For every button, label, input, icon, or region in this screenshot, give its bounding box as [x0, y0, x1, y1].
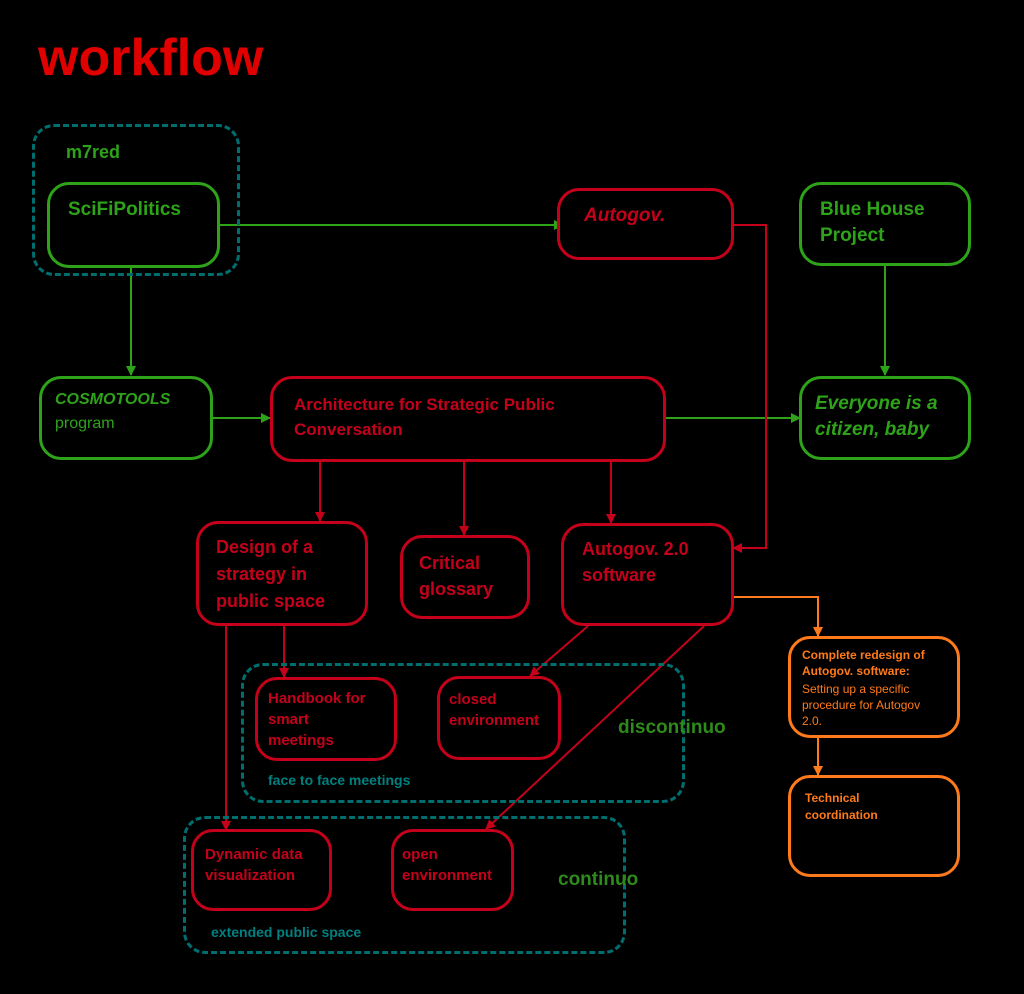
node-handbook: Handbook for smart meetings — [255, 677, 397, 761]
node-label: Autogov. — [584, 205, 666, 226]
arrow-autogov2-to-open — [485, 625, 705, 830]
node-label: Everyone is a citizen, baby — [815, 393, 938, 440]
node-label: Handbook for smart meetings — [268, 690, 366, 749]
node-label: Critical glossary — [419, 553, 494, 599]
node-complete-redesign: Complete redesign of Autogov. software: … — [788, 636, 960, 738]
group-m7red — [32, 124, 240, 276]
group-continuo — [183, 816, 626, 954]
node-label: closed environment — [449, 691, 540, 729]
node-autogov: Autogov. — [557, 188, 734, 260]
group-label-m7red: m7red — [66, 142, 121, 162]
group-label-discontinuo: discontinuo — [618, 717, 726, 738]
arrow-autogov-to-autogov2 — [732, 224, 767, 553]
node-label: COSMOTOOLS — [55, 391, 171, 408]
node-critical-glossary: Critical glossary — [400, 535, 530, 619]
node-autogov-2: Autogov. 2.0 software — [561, 523, 734, 626]
node-technical-coordination: Technical coordination — [788, 775, 960, 877]
node-sublabel: program — [55, 415, 115, 432]
group-label-continuo: continuo — [558, 869, 639, 890]
node-label: Architecture for Strategic Public Conver… — [294, 395, 555, 439]
node-label: Dynamic data visualization — [205, 846, 303, 884]
node-label: Autogov. 2.0 software — [582, 539, 689, 585]
node-label: Technical coordination — [805, 791, 878, 822]
node-dynamic-data: Dynamic data visualization — [191, 829, 332, 911]
page-title: workflow — [38, 29, 264, 87]
node-open-environment: open environment — [391, 829, 514, 911]
node-blue-house-project: Blue House Project — [799, 182, 971, 266]
node-label: SciFiPolitics — [68, 199, 181, 220]
node-design-strategy: Design of a strategy in public space — [196, 521, 368, 626]
node-label: Complete redesign of Autogov. software: — [802, 648, 925, 678]
node-scifipolitics: SciFiPolitics — [47, 182, 220, 268]
node-label: Blue House Project — [820, 199, 925, 246]
group-discontinuo — [241, 663, 685, 803]
node-cosmotools: COSMOTOOLS program — [39, 376, 213, 460]
node-everyone-is-a-citizen: Everyone is a citizen, baby — [799, 376, 971, 460]
arrow-autogov2-to-redesign — [732, 596, 823, 637]
node-sublabel: Setting up a specific procedure for Auto… — [802, 682, 921, 728]
node-label: open environment — [402, 846, 493, 884]
group-label-face-to-face: face to face meetings — [268, 772, 411, 788]
group-label-extended: extended public space — [211, 924, 362, 940]
node-label: Design of a strategy in public space — [216, 537, 326, 611]
arrow-autogov2-to-closed — [529, 625, 589, 677]
node-architecture: Architecture for Strategic Public Conver… — [270, 376, 666, 462]
node-closed-environment: closed environment — [437, 676, 561, 760]
